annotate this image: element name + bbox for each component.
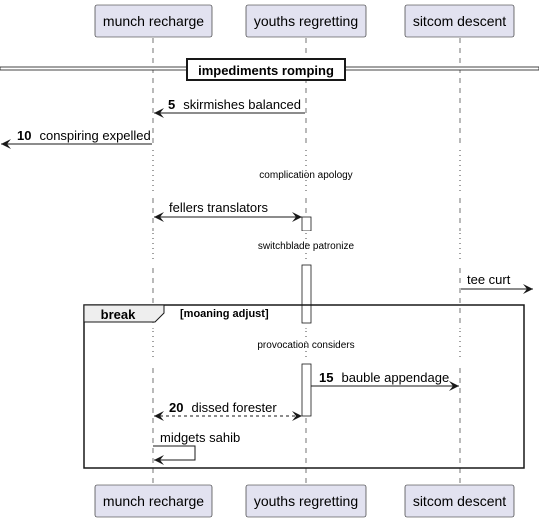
message-skirmishes-balanced: 5 skirmishes balanced	[154, 96, 305, 118]
divider: impediments romping	[0, 58, 539, 81]
message-midgets-sahib: midgets sahib	[153, 430, 240, 465]
participant-label: munch recharge	[103, 493, 204, 509]
message-label: midgets sahib	[160, 430, 240, 445]
message-text: 20 dissed forester	[169, 399, 277, 416]
activation-bar-youths	[301, 216, 312, 232]
message-conspiring-expelled: 10 conspiring expelled	[1, 127, 152, 149]
participant-label: youths regretting	[254, 13, 358, 29]
participant-youths-top: youths regretting	[245, 4, 367, 38]
delay-label: switchblade patronize	[258, 241, 355, 252]
participant-sitcom-bottom: sitcom descent	[404, 484, 515, 518]
participant-label: youths regretting	[254, 493, 358, 509]
delay-label: provocation considers	[257, 340, 354, 351]
participant-sitcom-top: sitcom descent	[404, 4, 515, 38]
message-label: fellers translators	[169, 200, 268, 215]
delay-provocation-considers: provocation considers	[140, 329, 470, 363]
fragment-guard: [moaning adjust]	[180, 308, 269, 320]
message-text: 15 bauble appendage	[319, 369, 449, 386]
participant-munch-bottom: munch recharge	[94, 484, 213, 518]
participant-label: sitcom descent	[413, 493, 506, 509]
participant-label: munch recharge	[103, 13, 204, 29]
message-dissed-forester: 20 dissed forester	[154, 399, 302, 421]
delay-complication-apology: complication apology	[140, 148, 470, 194]
divider-label: impediments romping	[198, 63, 334, 78]
break-fragment: break [moaning adjust]	[83, 304, 525, 469]
message-text: 5 skirmishes balanced	[168, 96, 301, 113]
message-label: tee curt	[467, 272, 511, 287]
message-bauble-appendage: 15 bauble appendage	[311, 369, 459, 391]
message-tee-curt: tee curt	[461, 272, 533, 294]
participant-youths-bottom: youths regretting	[245, 484, 367, 518]
fragment-title: break	[101, 307, 136, 322]
message-fellers-translators: fellers translators	[154, 200, 302, 222]
message-text: 10 conspiring expelled	[17, 127, 151, 144]
participant-label: sitcom descent	[413, 13, 506, 29]
activation-bar-youths	[301, 363, 312, 417]
activation-bar-youths	[301, 264, 312, 324]
delay-label: complication apology	[259, 170, 352, 181]
participant-munch-top: munch recharge	[94, 4, 213, 38]
delay-switchblade-patronize: switchblade patronize	[140, 231, 470, 265]
